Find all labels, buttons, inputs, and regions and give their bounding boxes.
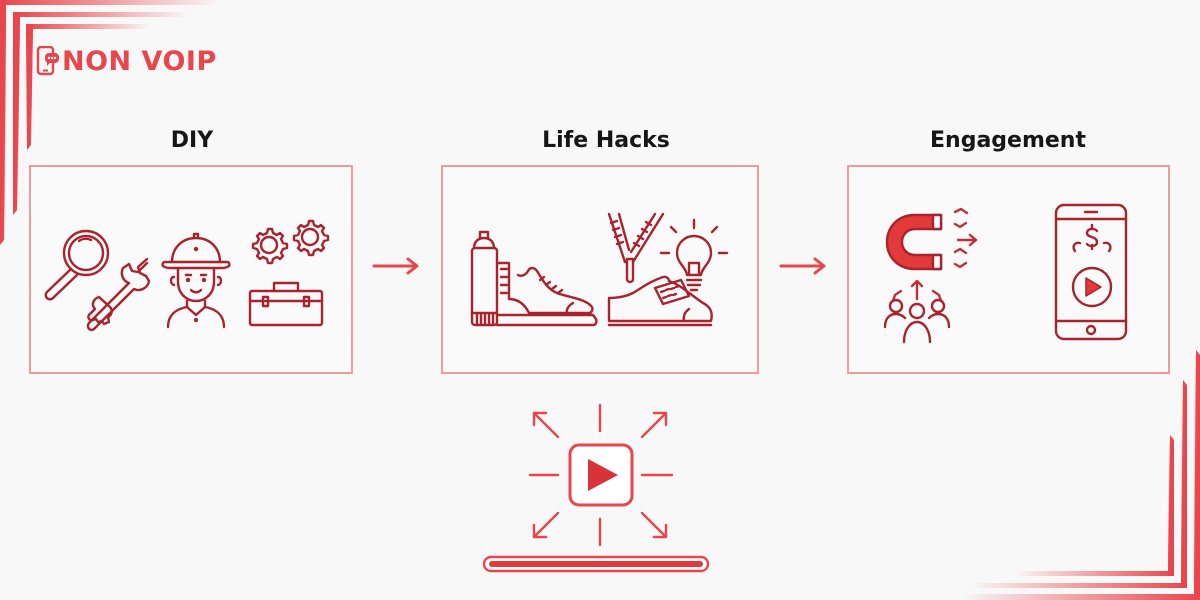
lightbulb-icon [659, 218, 729, 292]
magnifying-glass-icon [44, 229, 110, 301]
arrow-right-icon [372, 257, 419, 275]
video-burst-graphic [482, 403, 710, 573]
stage-panel-diy [29, 165, 353, 374]
corner-frame-bottom-right [960, 350, 1200, 600]
stage-panel-engagement [847, 165, 1170, 374]
spray-bottle-icon [470, 230, 499, 327]
phone-chat-icon [36, 46, 59, 76]
stage-panel-life-hacks [441, 165, 759, 374]
dollar-icon [1072, 223, 1112, 253]
arrow-right-icon [779, 257, 826, 275]
stage-title-life-hacks: Life Hacks [542, 128, 670, 153]
radiating-arrows-icon [528, 403, 674, 547]
magnet-icon [885, 213, 943, 271]
wrench-icon [86, 257, 151, 332]
zipper-icon [607, 212, 665, 284]
toolbox-icon [248, 281, 324, 327]
attraction-arrows-icon [891, 207, 978, 303]
progress-bar [482, 555, 710, 573]
stage-title-diy: DIY [170, 128, 214, 153]
play-circle-icon [1071, 266, 1113, 308]
audience-group-icon [883, 298, 951, 344]
stage-title-engagement: Engagement [930, 128, 1086, 153]
gears-icon [251, 219, 330, 265]
brand-name: NON VOIP [62, 45, 217, 77]
brand-logo: NON VOIP [36, 46, 217, 76]
worker-hardhat-icon [161, 232, 231, 329]
sneaker-icon [495, 261, 598, 327]
sneaker-with-zipper-icon [607, 275, 713, 327]
smartphone-icon [1054, 203, 1128, 341]
video-play-icon [568, 443, 634, 507]
